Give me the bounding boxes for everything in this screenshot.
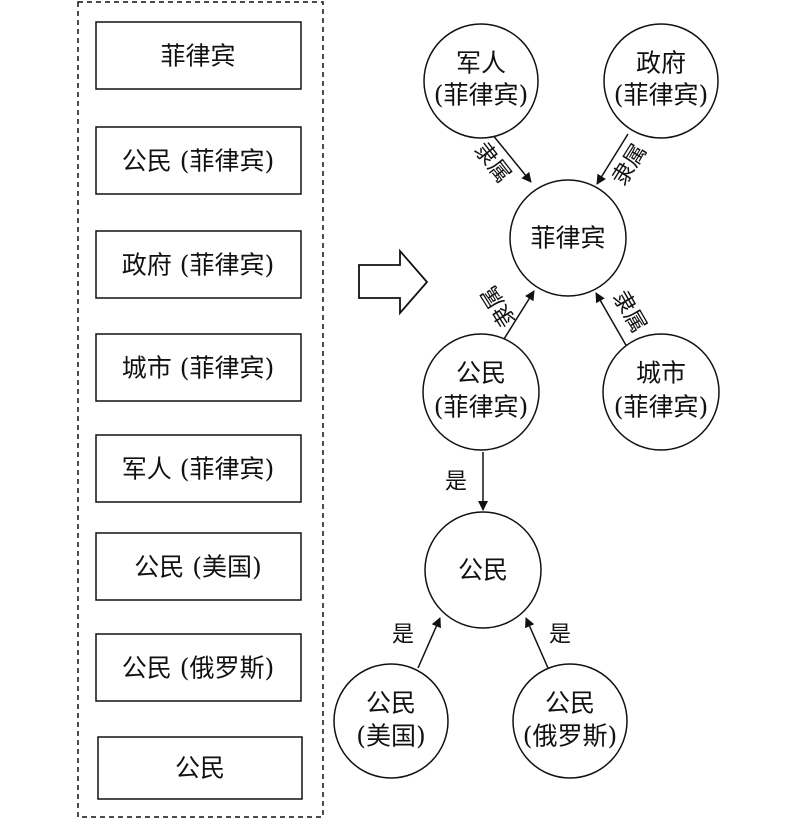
node-label: (菲律宾): [614, 393, 709, 422]
node-label: 公民: [458, 556, 508, 585]
entity-box-label: 公民 (菲律宾): [122, 147, 274, 176]
node-citizen-russia: 公民 (俄罗斯): [512, 663, 628, 779]
entity-box-frame: [95, 126, 302, 195]
entity-box-frame: [95, 230, 302, 299]
edge-label-is-a: 是: [392, 623, 414, 648]
edge-label-belongs-to: 隶属: [608, 140, 653, 191]
node-label: (菲律宾): [614, 81, 709, 110]
edge-soldier-to-philippines: [491, 133, 532, 183]
transform-arrow-icon: [358, 248, 429, 316]
entity-box: 军人 (菲律宾): [95, 434, 302, 503]
edge-label-is-a: 是: [445, 470, 467, 495]
entity-box-frame: [95, 333, 302, 402]
entity-box-label: 军人 (菲律宾): [122, 455, 274, 484]
edge-label-belongs-to: 隶属: [607, 287, 651, 338]
node-city-philippines: 城市 (菲律宾): [602, 333, 720, 451]
node-label: 公民: [545, 689, 595, 718]
entity-box: 城市 (菲律宾): [95, 333, 302, 402]
entity-box-label: 公民 (美国): [134, 553, 261, 582]
node-circle: [512, 663, 628, 779]
edge-city-to-philippines: [595, 292, 628, 348]
node-circle: [602, 333, 720, 451]
entity-box-label: 菲律宾: [160, 42, 235, 71]
edge-citizen-us-to-citizen: [417, 617, 441, 669]
node-citizen: 公民: [424, 511, 542, 629]
entity-box: 公民 (菲律宾): [95, 126, 302, 195]
node-circle: [424, 511, 542, 629]
node-label: 公民: [366, 689, 416, 718]
entity-box-label: 公民 (俄罗斯): [122, 654, 274, 683]
node-government-philippines: 政府 (菲律宾): [603, 23, 719, 139]
entity-box: 公民: [97, 736, 303, 800]
entity-box-label: 公民: [175, 754, 225, 783]
entity-box-frame: [95, 532, 302, 601]
node-label: 军人: [456, 49, 506, 78]
node-label: (菲律宾): [434, 81, 529, 110]
node-circle: [333, 663, 449, 779]
entity-box: 公民 (俄罗斯): [95, 633, 302, 702]
entity-box-frame: [95, 434, 302, 503]
edge-citizen-ru-to-citizen: [525, 617, 549, 669]
edge-government-to-philippines: [596, 133, 629, 185]
node-label: 菲律宾: [530, 224, 605, 253]
node-label: 公民: [456, 359, 506, 388]
entity-box-label: 城市 (菲律宾): [122, 354, 274, 383]
node-label: (菲律宾): [434, 393, 529, 422]
edge-citizen-ph-to-philippines: [498, 290, 535, 348]
node-circle: [509, 179, 627, 297]
node-label: (俄罗斯): [523, 722, 618, 751]
node-philippines: 菲律宾: [509, 179, 627, 297]
entity-box-frame: [95, 633, 302, 702]
edge-label-belongs-to: 隶属: [477, 281, 522, 332]
entity-box: 公民 (美国): [95, 532, 302, 601]
entity-box: 菲律宾: [95, 21, 302, 90]
node-citizen-philippines: 公民 (菲律宾): [422, 333, 540, 451]
entity-box-frame: [97, 736, 303, 800]
node-circle: [603, 23, 719, 139]
entity-list-container: [77, 1, 324, 818]
entity-box-label: 政府 (菲律宾): [122, 251, 274, 280]
edge-label-is-a: 是: [549, 623, 571, 648]
edge-label-belongs-to: 隶属: [469, 138, 516, 188]
node-label: 城市: [636, 359, 686, 388]
node-citizen-us: 公民 (美国): [333, 663, 449, 779]
node-circle: [423, 23, 539, 139]
node-label: 政府: [636, 49, 686, 78]
node-circle: [422, 333, 540, 451]
node-soldier-philippines: 军人 (菲律宾): [423, 23, 539, 139]
node-label: (美国): [356, 722, 426, 751]
entity-box-frame: [95, 21, 302, 90]
entity-box: 政府 (菲律宾): [95, 230, 302, 299]
